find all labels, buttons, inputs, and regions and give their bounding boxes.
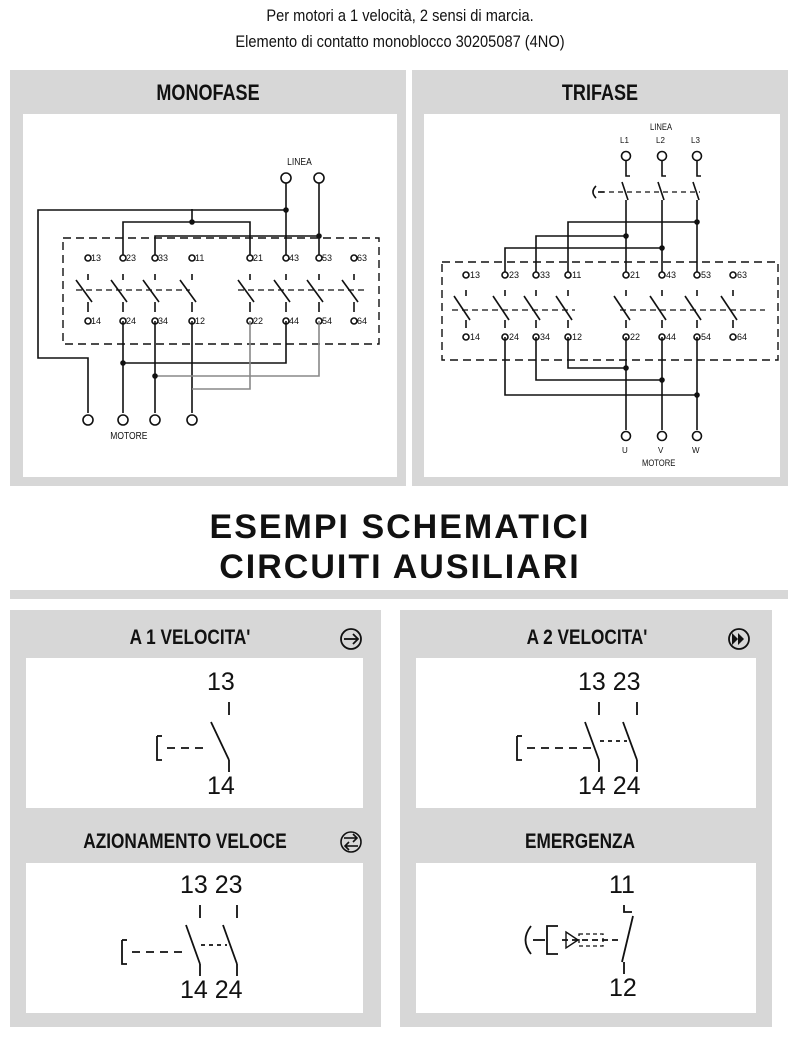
em-canvas (416, 863, 756, 1013)
terminal-label: 13 (91, 253, 102, 263)
terminal-label: 63 (737, 270, 748, 280)
trifase-canvas (424, 114, 780, 477)
terminal-label: 34 (158, 316, 169, 326)
v2-bottom-label: 14 24 (578, 772, 641, 800)
terminal-label: 54 (701, 332, 712, 342)
v2-canvas (416, 658, 756, 808)
terminal-label: 24 (509, 332, 520, 342)
terminal-label: 22 (253, 316, 264, 326)
arrow-right-circle-icon (340, 628, 362, 650)
terminal-label: 21 (253, 253, 264, 263)
trifase-w-label: W (692, 446, 700, 455)
terminal-label: 64 (737, 332, 748, 342)
em-bottom-label: 12 (609, 974, 637, 1002)
az-diagram (121, 905, 238, 976)
section-divider (10, 590, 788, 599)
terminal-label: 33 (540, 270, 551, 280)
az-title: AZIONAMENTO VELOCE (83, 830, 287, 853)
terminal-label: 12 (195, 316, 206, 326)
terminal-label: 14 (470, 332, 481, 342)
az-bottom-label: 14 24 (180, 976, 243, 1004)
v1-canvas (26, 658, 363, 808)
terminal-label: 44 (289, 316, 300, 326)
v1-title: A 1 VELOCITA' (129, 626, 251, 649)
terminal-label: 12 (572, 332, 583, 342)
terminal-label: 11 (572, 270, 582, 280)
trifase-u-label: U (622, 446, 628, 455)
az-canvas (26, 863, 363, 1013)
v1-diagram (156, 702, 230, 772)
terminal-label: 33 (158, 253, 169, 263)
terminal-label: 43 (289, 253, 300, 263)
double-arrow-circle-icon (728, 628, 750, 650)
monofase-linea-label: LINEA (287, 157, 312, 168)
trifase-diagram (441, 150, 779, 442)
trifase-l1-label: L1 (620, 136, 629, 145)
v1-top-label: 13 (207, 668, 235, 696)
trifase-title: TRIFASE (561, 80, 639, 105)
trifase-v-label: V (658, 446, 664, 455)
monofase-diagram (37, 172, 380, 426)
section-title-line-2: CIRCUITI AUSILIARI (219, 548, 581, 586)
section-title-line-1: ESEMPI SCHEMATICI (209, 508, 591, 546)
terminal-label: 11 (195, 253, 205, 263)
monofase-motore-label: MOTORE (110, 431, 148, 442)
terminal-label: 43 (666, 270, 677, 280)
terminal-label: 44 (666, 332, 677, 342)
v2-diagram (516, 702, 638, 772)
terminal-label: 13 (470, 270, 481, 280)
terminal-label: 54 (322, 316, 333, 326)
v2-title: A 2 VELOCITA' (526, 626, 648, 649)
terminal-label: 64 (357, 316, 368, 326)
terminal-label: 14 (91, 316, 102, 326)
monofase-title: MONOFASE (156, 80, 260, 105)
em-diagram (524, 905, 634, 974)
terminal-label: 24 (126, 316, 137, 326)
terminal-label: 23 (126, 253, 137, 263)
bidirectional-arrows-circle-icon (340, 831, 362, 853)
trifase-motore-label: MOTORE (641, 458, 676, 468)
terminal-label: 53 (322, 253, 333, 263)
header-line-2: Elemento di contatto monoblocco 30205087… (235, 32, 565, 51)
terminal-label: 22 (630, 332, 641, 342)
terminal-label: 53 (701, 270, 712, 280)
trifase-linea-label: LINEA (649, 122, 673, 132)
trifase-l2-label: L2 (656, 136, 665, 145)
terminal-label: 63 (357, 253, 368, 263)
em-title: EMERGENZA (524, 830, 636, 853)
terminal-label: 34 (540, 332, 551, 342)
v2-top-label: 13 23 (578, 668, 641, 696)
v1-bottom-label: 14 (207, 772, 235, 800)
header-line-1: Per motori a 1 velocità, 2 sensi di marc… (266, 6, 534, 25)
terminal-label: 23 (509, 270, 520, 280)
terminal-label: 21 (630, 270, 641, 280)
az-top-label: 13 23 (180, 871, 243, 899)
em-top-label: 11 (609, 871, 635, 899)
trifase-l3-label: L3 (691, 136, 700, 145)
